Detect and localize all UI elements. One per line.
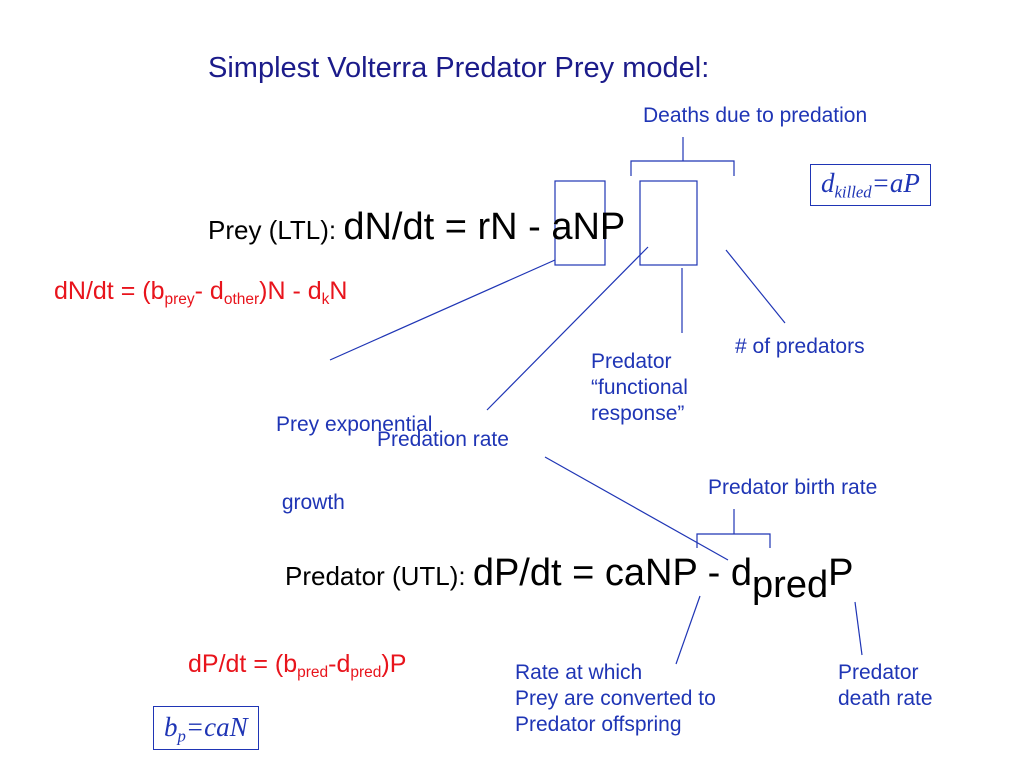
num-predators-line: [725, 249, 786, 324]
rN-highlight-box: [554, 180, 606, 266]
conversion-line2: Prey are converted to: [515, 687, 716, 710]
prey-eq-minus: -: [517, 206, 552, 248]
predator-eq-end: P: [828, 552, 854, 594]
predator-expanded-equation: dP/dt = (bpred-dpred)P: [188, 650, 407, 681]
prey-exp-sub-other: other: [223, 290, 260, 308]
predator-eq-minus: - d: [697, 552, 753, 594]
conversion-line3: Predator offspring: [515, 713, 682, 736]
bp-sub: p: [177, 726, 186, 746]
predation-rate-label: Predation rate: [377, 428, 509, 451]
prey-label: Prey (LTL):: [208, 215, 344, 245]
conversion-rate-line: [675, 595, 701, 665]
prey-exp-sub-k: k: [321, 290, 330, 308]
predator-label: Predator (UTL):: [285, 561, 473, 591]
functional-line2: “functional: [591, 376, 688, 399]
pred-exp-sub2: pred: [350, 663, 382, 681]
deaths-bracket: [630, 160, 735, 176]
functional-line3: response”: [591, 402, 685, 425]
prey-eq-aNP: aNP: [551, 206, 626, 248]
dkilled-d: d: [821, 168, 835, 198]
predator-equation: Predator (UTL): dP/dt = caNP - dpredP: [285, 552, 854, 604]
prey-exp-lhs: dN/dt = (b: [54, 277, 165, 305]
conversion-line1: Rate at which: [515, 661, 643, 684]
prey-equation: Prey (LTL): dN/dt = rN - aNP: [208, 206, 625, 249]
predator-eq-lhs: dP/dt =: [472, 552, 605, 594]
prey-eq-lhs: dN/dt =: [343, 206, 478, 248]
prey-exp-sub-prey: prey: [164, 290, 195, 308]
prey-growth-label: Prey exponential growth: [276, 360, 432, 542]
prey-growth-line2: growth: [276, 491, 345, 514]
predator-birth-rate-label: Predator birth rate: [708, 476, 878, 499]
predation-to-canp-line: [544, 456, 729, 561]
bp-rhs: =caN: [185, 712, 248, 742]
bp-box: bp=caN: [153, 706, 259, 750]
num-predators-label: # of predators: [735, 335, 865, 358]
pred-exp-mid: -d: [328, 650, 351, 678]
prey-eq-rN: rN: [477, 206, 518, 248]
predator-death-rate-label: Predator death rate: [838, 660, 933, 712]
deaths-due-to-predation-label: Deaths due to predation: [643, 104, 868, 127]
dkilled-sub: killed: [834, 182, 872, 202]
page-title: Simplest Volterra Predator Prey model:: [208, 52, 710, 84]
predation-rate-line: [486, 246, 649, 411]
pred-exp-lhs: dP/dt = (b: [188, 650, 298, 678]
pred-exp-end: )P: [381, 650, 407, 678]
prey-exp-end: N: [329, 277, 348, 305]
functional-response-label: Predator “functional response”: [591, 349, 688, 427]
pred-exp-sub1: pred: [297, 663, 329, 681]
dkilled-box: dkilled=aP: [810, 164, 931, 206]
dkilled-rhs: =aP: [871, 168, 920, 198]
prey-exp-mid2: )N - d: [259, 277, 322, 305]
aNP-highlight-box: [639, 180, 698, 266]
death-line1: Predator: [838, 661, 919, 684]
functional-line1: Predator: [591, 350, 672, 373]
conversion-rate-label: Rate at which Prey are converted to Pred…: [515, 660, 716, 738]
death-line2: death rate: [838, 687, 933, 710]
prey-exp-mid1: - d: [194, 277, 224, 305]
prey-expanded-equation: dN/dt = (bprey- dother)N - dkN: [54, 277, 348, 308]
birth-rate-bracket: [696, 533, 771, 548]
predator-eq-caNP: caNP: [604, 552, 698, 594]
death-rate-line: [854, 601, 863, 656]
predator-eq-sub-pred: pred: [752, 564, 829, 607]
prey-growth-line1: Prey exponential: [276, 413, 433, 436]
prey-growth-line: [329, 259, 556, 361]
bp-b: b: [164, 712, 178, 742]
